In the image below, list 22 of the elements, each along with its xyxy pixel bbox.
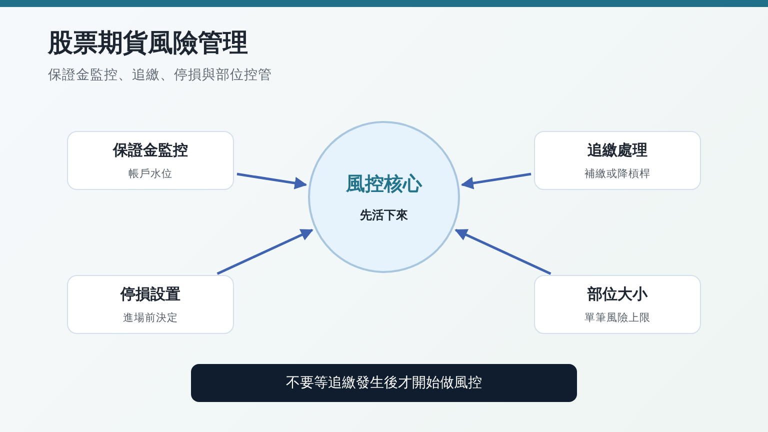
arrow	[460, 172, 532, 190]
card-title: 停損設置	[120, 284, 180, 304]
arrow	[216, 228, 314, 275]
card-title: 部位大小	[588, 284, 648, 304]
card-title: 保證金監控	[113, 140, 188, 160]
note-banner	[191, 364, 577, 402]
card-subtitle: 補繳或降槓桿	[584, 166, 650, 180]
card-subtitle: 先活下來	[360, 206, 408, 224]
arrow	[454, 228, 552, 275]
card-subtitle: 進場前決定	[123, 310, 178, 324]
subtitle: 保證金監控、追繳、停損與部位控管	[48, 66, 272, 84]
card-subtitle: 單筆風險上限	[584, 310, 650, 324]
arrow	[236, 172, 308, 190]
title: 股票期貨風險管理	[48, 27, 248, 59]
card	[534, 131, 701, 190]
card-title: 追繳處理	[588, 140, 648, 160]
card	[67, 275, 234, 334]
card	[67, 131, 234, 190]
note-text: 不要等追繳發生後才開始做風控	[286, 374, 482, 392]
card	[534, 275, 701, 334]
card-title: 風控核心	[346, 172, 422, 196]
card-subtitle: 帳戶水位	[128, 166, 172, 180]
